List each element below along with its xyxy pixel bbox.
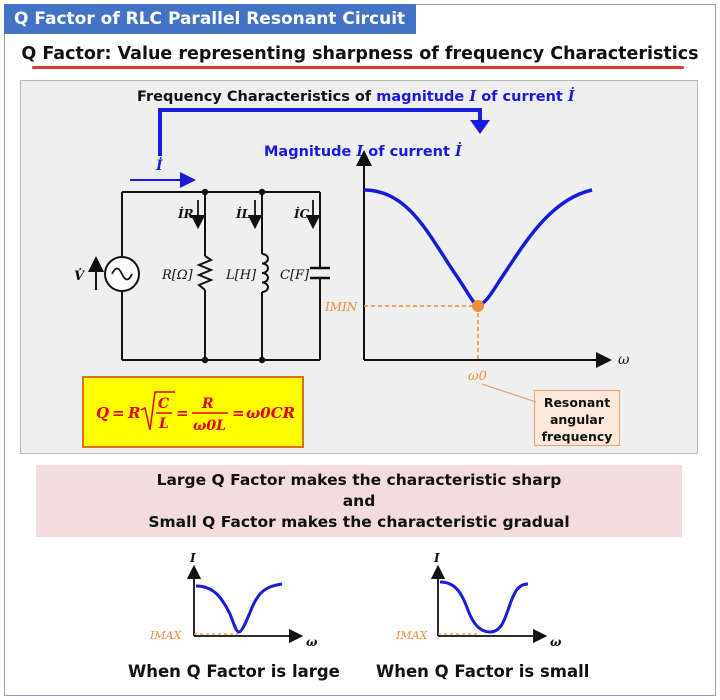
resonant-note-line-2: angular — [549, 412, 605, 427]
formula-L: L — [158, 416, 169, 432]
formula-C: C — [158, 396, 169, 412]
capacitor-label: C[F] — [280, 268, 310, 283]
mag-label-of-current: of current — [368, 144, 450, 160]
resonant-pointer — [481, 383, 537, 403]
freq-label-of-current: of current — [481, 89, 563, 105]
resistor — [196, 255, 214, 291]
formula-eq3: = — [232, 404, 245, 422]
large-q-curve — [195, 582, 283, 634]
freq-label-magnitude: magnitude — [376, 89, 465, 105]
resonant-note-line-1: Resonant — [543, 395, 611, 410]
formula: Q = R C L = R ω0L = ω0CR — [96, 391, 295, 434]
large-q-level-label: IMAX — [149, 629, 183, 642]
source-label: V̇ — [74, 268, 86, 284]
page-title: Q Factor of RLC Parallel Resonant Circui… — [4, 4, 416, 34]
caption-large-q: When Q Factor is large — [128, 662, 340, 681]
small-q-curve — [439, 580, 529, 634]
large-q-xlabel: ω — [306, 635, 318, 649]
freq-label-prefix: Frequency Characteristics of — [137, 89, 372, 105]
inductor — [261, 253, 269, 293]
junction-dots — [201, 188, 266, 364]
comparison-line-2: and — [342, 492, 376, 510]
small-q-level-label: IMAX — [395, 629, 429, 642]
circuit — [121, 191, 321, 361]
connector-arrowhead — [470, 120, 490, 134]
main-omega-label: ω — [618, 352, 630, 368]
caption-small-q: When Q Factor is small — [376, 662, 590, 681]
small-q-ylabel: I — [433, 551, 440, 565]
imin-label: IMIN — [324, 300, 358, 314]
ac-source-wave — [111, 267, 133, 281]
frequency-characteristics-label: Frequency Characteristics of magnitude I… — [137, 88, 575, 105]
formula-box — [82, 376, 304, 448]
comparison-line-3: Small Q Factor makes the characteristic … — [148, 513, 570, 531]
resonance-marker — [472, 300, 484, 312]
formula-eq2: = — [176, 404, 189, 422]
formula-R2: R — [201, 396, 214, 412]
omega0-label: ω0 — [468, 369, 487, 384]
formula-eq1: = — [112, 404, 125, 422]
current-label: İ — [155, 155, 163, 174]
connector-arrow — [158, 108, 482, 156]
branch-current-l: İL — [235, 206, 250, 221]
headline-underline — [32, 66, 684, 69]
formula-R: R — [127, 404, 140, 422]
formula-sqrt — [140, 391, 175, 431]
formula-rhs: ω0CR — [246, 404, 295, 422]
resistor-label: R[Ω] — [161, 268, 194, 283]
inductor-label: L[H] — [225, 268, 257, 283]
main-curve — [363, 188, 593, 307]
formula-omega0L: ω0L — [193, 418, 226, 434]
formula-Q: Q — [96, 404, 109, 422]
comparison-line-1: Large Q Factor makes the characteristic … — [156, 471, 562, 489]
comparison-note: Large Q Factor makes the characteristic … — [36, 465, 682, 537]
mag-label-Idot: İ — [454, 143, 462, 160]
freq-label-Idot: İ — [567, 88, 575, 105]
small-q-xlabel: ω — [550, 635, 562, 649]
large-q-ylabel: I — [189, 551, 196, 565]
magnitude-label: Magnitude I of current İ — [264, 143, 462, 160]
resonant-note-line-3: frequency — [541, 429, 613, 444]
resonant-frequency-note: Resonant angular frequency — [534, 390, 620, 446]
mag-label-text: Magnitude — [264, 144, 352, 160]
branch-current-r: İR — [177, 206, 194, 221]
branch-current-c: İC — [293, 206, 310, 221]
freq-label-I: I — [469, 88, 477, 105]
headline: Q Factor: Value representing sharpness o… — [21, 44, 699, 64]
